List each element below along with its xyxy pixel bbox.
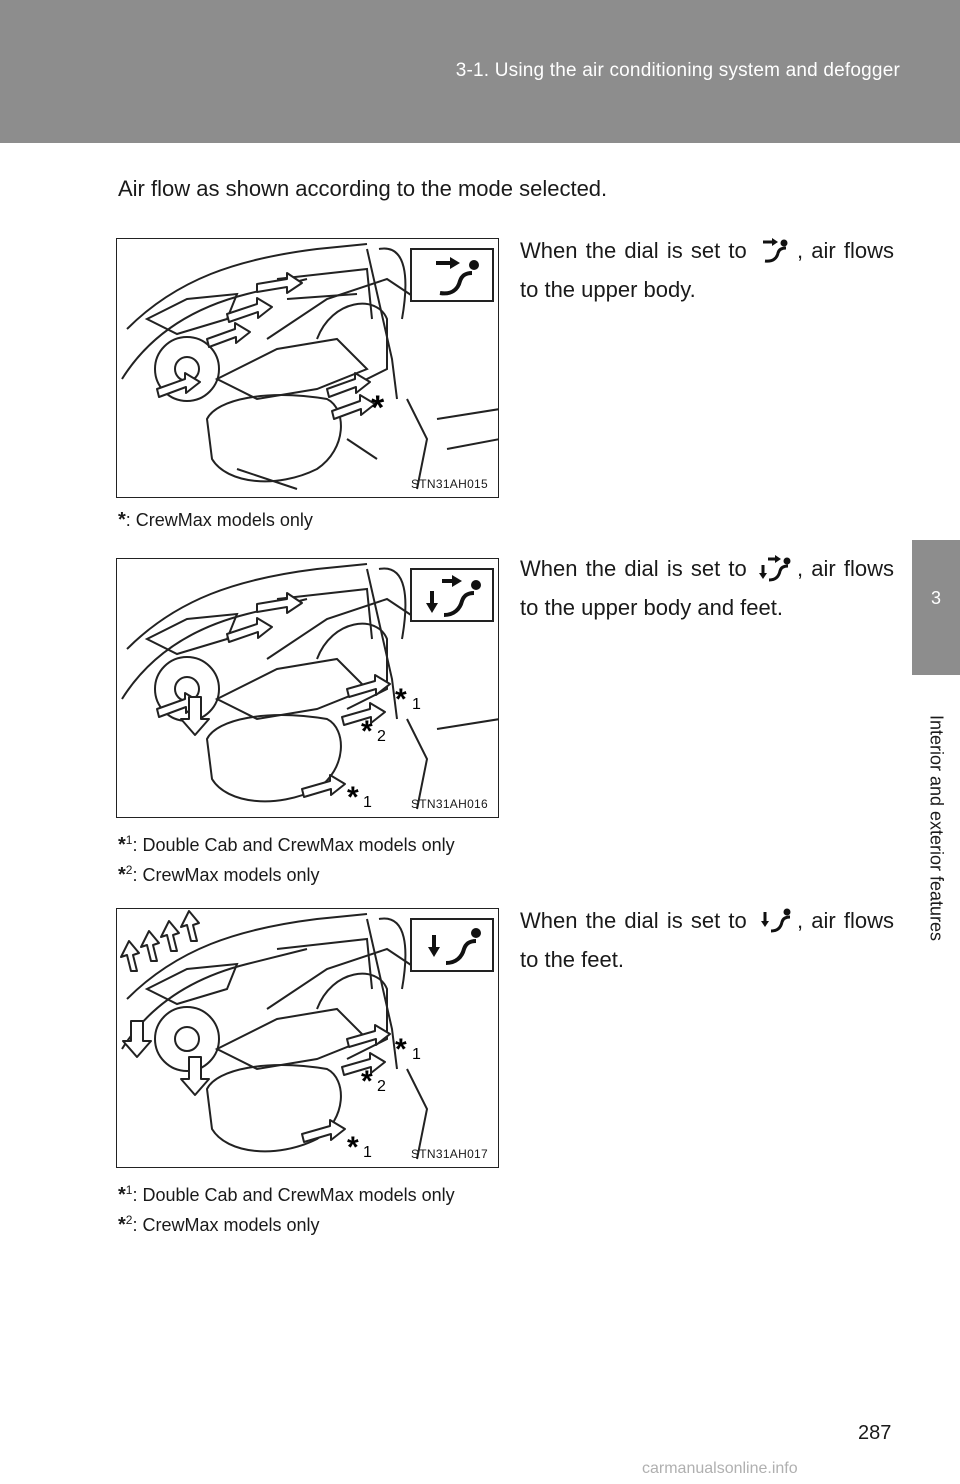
figure-code: STN31AH016: [410, 797, 488, 811]
desc-text: When the dial is set to: [520, 238, 747, 263]
desc-text: When the dial is set to: [520, 556, 747, 581]
face-vent-icon: [759, 236, 793, 273]
figure-note: *1: Double Cab and CrewMax models only: [118, 833, 455, 856]
figure-note: *1: Double Cab and CrewMax models only: [118, 1183, 455, 1206]
intro-text: Air flow as shown according to the mode …: [118, 176, 608, 201]
figure-note: *2: CrewMax models only: [118, 863, 320, 886]
section-title: 3-1. Using the air conditioning system a…: [455, 60, 900, 81]
chapter-label: Interior and exterior features: [926, 714, 947, 942]
desc-text: When the dial is set to: [520, 908, 747, 933]
mode-description: When the dial is set to , air flows to t…: [520, 234, 894, 306]
page-number: 287: [858, 1422, 892, 1444]
cabin-illustration: * * * 1 2 1: [121, 563, 498, 814]
figure-mark: *: [347, 781, 359, 814]
bi-level-vent-icon: [426, 575, 481, 617]
figure-mark: *: [361, 1065, 373, 1098]
foot-vent-icon: [428, 928, 481, 965]
page-header: 3-1. Using the air conditioning system a…: [0, 0, 960, 143]
svg-text:1: 1: [412, 1046, 421, 1063]
figure-mark: *: [371, 389, 385, 427]
figure-note: *2: CrewMax models only: [118, 1213, 320, 1236]
figure-mark: *: [395, 683, 407, 716]
svg-text:1: 1: [363, 1144, 372, 1161]
watermark[interactable]: carmanualsonline.info: [642, 1460, 798, 1477]
cabin-illustration: *: [121, 243, 498, 490]
chapter-tab: [912, 540, 960, 675]
chapter-number: 3: [930, 588, 941, 608]
svg-text:1: 1: [363, 794, 372, 811]
mode-description: When the dial is set to , air flows to t…: [520, 904, 894, 976]
figure-foot-mode: * * * 1 2 1 STN31AH017: [116, 908, 499, 1168]
figure-mark: *: [347, 1131, 359, 1164]
foot-vent-icon: [759, 906, 793, 943]
cabin-illustration: * * * 1 2 1: [120, 910, 494, 1164]
figure-mark: *: [361, 715, 373, 748]
face-vent-icon: [436, 257, 479, 296]
figure-code: STN31AH015: [410, 477, 488, 491]
figure-mark: *: [395, 1033, 407, 1066]
figure-code: STN31AH017: [410, 1147, 488, 1161]
figure-bilevel-mode: * * * 1 2 1 STN31AH016: [116, 558, 499, 818]
svg-text:1: 1: [412, 696, 421, 713]
svg-text:2: 2: [377, 1078, 386, 1095]
svg-text:2: 2: [377, 728, 386, 745]
figure-note: *: CrewMax models only: [118, 509, 313, 531]
desc-text: , air flows to the feet.: [520, 908, 894, 972]
mode-description: When the dial is set to , air flows to t…: [520, 552, 894, 624]
bi-level-vent-icon: [758, 554, 793, 591]
figure-face-mode: * STN31AH015: [116, 238, 499, 498]
desc-text: , air flows to the upper body.: [520, 238, 894, 302]
desc-text: , air flows to the upper body and feet.: [520, 556, 894, 620]
